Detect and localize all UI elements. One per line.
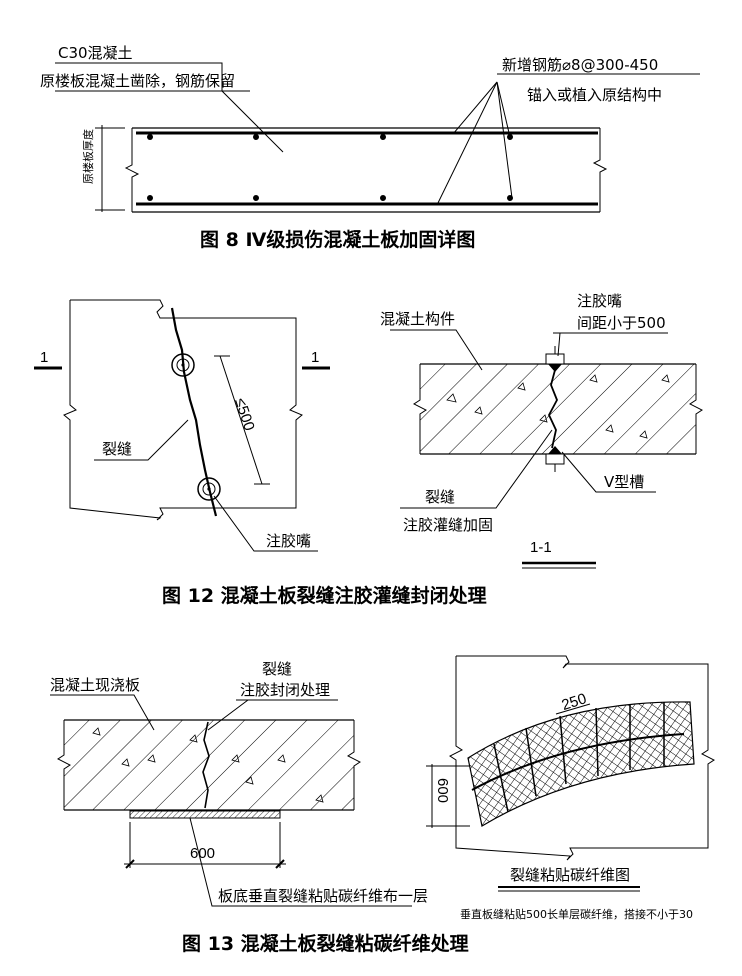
- label-cfrp-note: 垂直板缝粘贴500长单层碳纤维，搭接不小于30: [460, 907, 693, 921]
- label-c30-concrete: C30混凝土: [58, 44, 133, 62]
- leader-vgroove: [561, 451, 656, 493]
- label-new-rebar: 新增钢筋⌀8@300-450: [502, 56, 658, 74]
- dim-600: 600: [190, 845, 215, 862]
- figure-12-section: 混凝土构件 注胶嘴 间距小于500 V型槽 裂缝 注胶灌缝加固 1-1 图 12…: [162, 292, 703, 607]
- label-spacing: 间距小于500: [577, 314, 666, 332]
- caption-fig12: 图 12 混凝土板裂缝注胶灌缝封闭处理: [162, 584, 487, 607]
- slab-outline: [124, 127, 608, 213]
- label-grout: 注胶灌缝加固: [403, 516, 493, 534]
- crack-line: [170, 307, 218, 517]
- dim-600-right: 600: [434, 778, 451, 803]
- cfrp-band: [467, 701, 695, 827]
- crack-slab: [202, 721, 210, 809]
- aggregate-marks: [446, 374, 670, 439]
- crack-plan: [471, 733, 685, 791]
- label-cfrp: 板底垂直裂缝粘贴碳纤维布一层: [218, 887, 428, 905]
- leader-crack: [94, 419, 189, 461]
- plan-outline-13: [449, 655, 715, 861]
- figure-8: 原楼板厚度 C30混凝土 原楼板混凝土凿除，钢筋保留 新增钢筋⌀8@300-45…: [40, 44, 700, 251]
- rebar-dots: [147, 134, 513, 201]
- label-vgroove: V型槽: [604, 473, 644, 491]
- section-mark-left: 1: [40, 349, 48, 366]
- leader-member: [390, 329, 483, 371]
- leader-concrete: [55, 62, 284, 153]
- label-crack-13: 裂缝: [262, 660, 292, 678]
- figure-13-plan: 250 600 裂缝粘贴碳纤维图 垂直板缝粘贴500长单层碳纤维，搭接不小于30: [426, 655, 715, 921]
- label-spacing-dim: ≤500: [231, 396, 257, 433]
- label-crack-right: 裂缝: [425, 488, 455, 506]
- leader-cfrp: [189, 817, 412, 907]
- section-mark-right: 1: [311, 349, 319, 366]
- thickness-dimension: [95, 125, 125, 212]
- slab-hatch: [64, 720, 354, 810]
- leader-nozzle: [213, 495, 318, 552]
- caption-fig13: 图 13 混凝土板裂缝粘碳纤维处理: [182, 932, 469, 955]
- label-anchor: 锚入或植入原结构中: [527, 86, 662, 104]
- band-dividers: [493, 702, 665, 813]
- leader-slab: [50, 694, 155, 731]
- nozzle-top: [171, 353, 195, 377]
- nozzle-bottom: [197, 477, 221, 501]
- aggregate-marks-2: [92, 727, 324, 803]
- label-section: 1-1: [530, 539, 552, 556]
- crack-section: [547, 369, 558, 449]
- label-nozzle-right: 注胶嘴: [577, 292, 622, 310]
- leader-new-rebar: [436, 81, 513, 206]
- cfrp-strip: [129, 810, 281, 819]
- thickness-label: 原楼板厚度: [81, 129, 95, 184]
- caption-fig8: 图 8 Ⅳ级损伤混凝土板加固详图: [200, 228, 475, 251]
- figure-13-section: 600 混凝土现浇板 裂缝 注胶封闭处理 板底垂直裂缝粘贴碳纤维布一层: [50, 660, 428, 907]
- rebar-lines: [136, 131, 598, 206]
- dim-250: 250: [560, 690, 589, 714]
- leader-crack-right: [400, 429, 553, 509]
- label-member: 混凝土构件: [380, 310, 455, 328]
- label-seal: 注胶封闭处理: [240, 681, 330, 699]
- figure-12-plan: ≤500 1 1 裂缝 注胶嘴: [34, 299, 330, 552]
- label-crack: 裂缝: [102, 440, 132, 458]
- label-cfrp-title: 裂缝粘贴碳纤维图: [510, 866, 630, 884]
- label-nozzle: 注胶嘴: [266, 532, 311, 550]
- spacing-dimension: [214, 355, 270, 485]
- member-hatch: [420, 364, 696, 454]
- label-remove-concrete: 原楼板混凝土凿除，钢筋保留: [40, 72, 235, 90]
- label-slab: 混凝土现浇板: [50, 676, 140, 694]
- plan-outline: [63, 299, 303, 521]
